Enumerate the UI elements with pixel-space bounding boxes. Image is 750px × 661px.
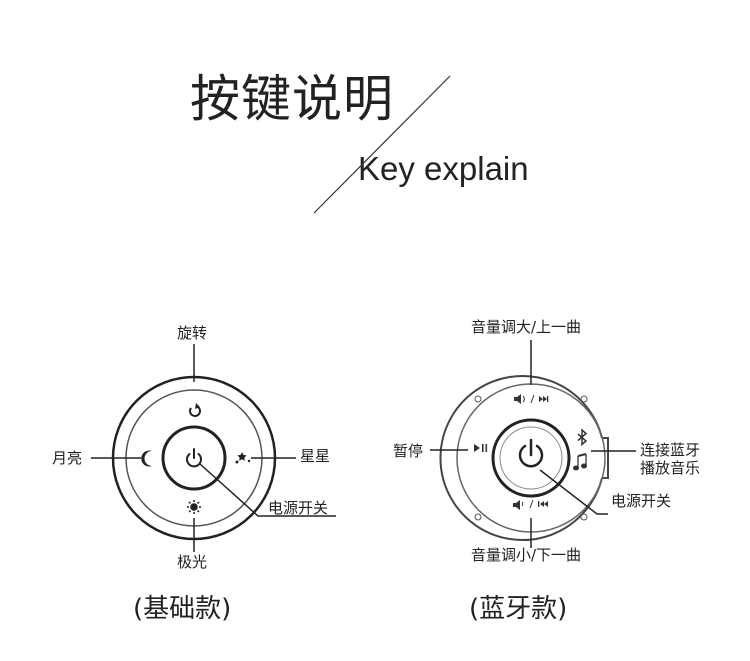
bt-outer-ring — [439, 375, 603, 541]
label-moon: 月亮 — [52, 449, 83, 467]
leader-bt-power — [539, 469, 608, 515]
page-title: 按键说明 — [190, 70, 394, 128]
label-play-music: 播放音乐 — [640, 459, 701, 477]
basic-power-button-ring — [161, 425, 227, 491]
bt-inner-ring — [456, 383, 606, 533]
label-rotate: 旋转 — [177, 324, 208, 342]
volume-up-next-icon — [514, 394, 549, 404]
label-power: 电源开关 — [268, 499, 329, 517]
moon-icon — [141, 450, 152, 467]
play-pause-icon — [474, 444, 488, 452]
basic-device — [91, 344, 336, 552]
leader-power — [199, 463, 336, 517]
bluetooth-icon — [577, 428, 588, 447]
bluetooth-device — [430, 340, 636, 548]
title-divider-line — [313, 75, 451, 214]
caption-basic: (基础款) — [133, 594, 232, 624]
label-bt-power: 电源开关 — [611, 492, 672, 510]
label-pause: 暂停 — [393, 442, 424, 460]
music-note-icon — [573, 453, 587, 471]
rotate-icon — [189, 406, 201, 417]
power-icon — [186, 448, 202, 468]
bt-power-button-ring — [491, 418, 571, 498]
label-aurora: 极光 — [177, 553, 208, 571]
aurora-icon — [187, 500, 201, 514]
label-star: 星星 — [300, 447, 331, 465]
bt-power-icon — [518, 438, 544, 468]
page-subtitle: Key explain — [358, 150, 529, 187]
label-volume-up-prev: 音量调大/上一曲 — [471, 318, 582, 336]
volume-down-prev-icon — [513, 499, 548, 510]
star-icon — [235, 452, 251, 464]
label-volume-down-next: 音量调小/下一曲 — [471, 546, 582, 564]
caption-bluetooth: (蓝牙款) — [469, 594, 568, 624]
label-bluetooth-connect: 连接蓝牙 — [640, 441, 701, 459]
